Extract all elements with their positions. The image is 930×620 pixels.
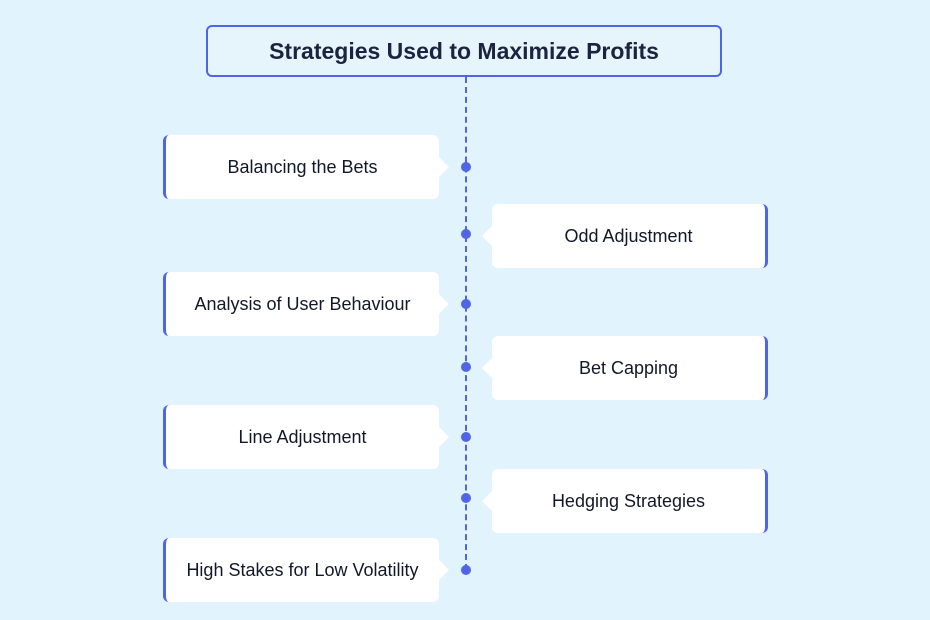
timeline-dot	[461, 299, 471, 309]
timeline-connector-line	[465, 77, 467, 570]
strategy-card-line-adjustment: Line Adjustment	[163, 405, 439, 469]
strategy-card-hedging: Hedging Strategies	[492, 469, 768, 533]
strategy-card-bet-capping: Bet Capping	[492, 336, 768, 400]
strategy-card-user-behaviour: Analysis of User Behaviour	[163, 272, 439, 336]
timeline-dot	[461, 493, 471, 503]
strategy-card-high-stakes: High Stakes for Low Volatility	[163, 538, 439, 602]
timeline-dot	[461, 565, 471, 575]
timeline-dot	[461, 162, 471, 172]
timeline-dot	[461, 229, 471, 239]
timeline-dot	[461, 362, 471, 372]
strategy-card-balancing-bets: Balancing the Bets	[163, 135, 439, 199]
diagram-title: Strategies Used to Maximize Profits	[206, 25, 722, 77]
strategy-card-odd-adjustment: Odd Adjustment	[492, 204, 768, 268]
timeline-dot	[461, 432, 471, 442]
